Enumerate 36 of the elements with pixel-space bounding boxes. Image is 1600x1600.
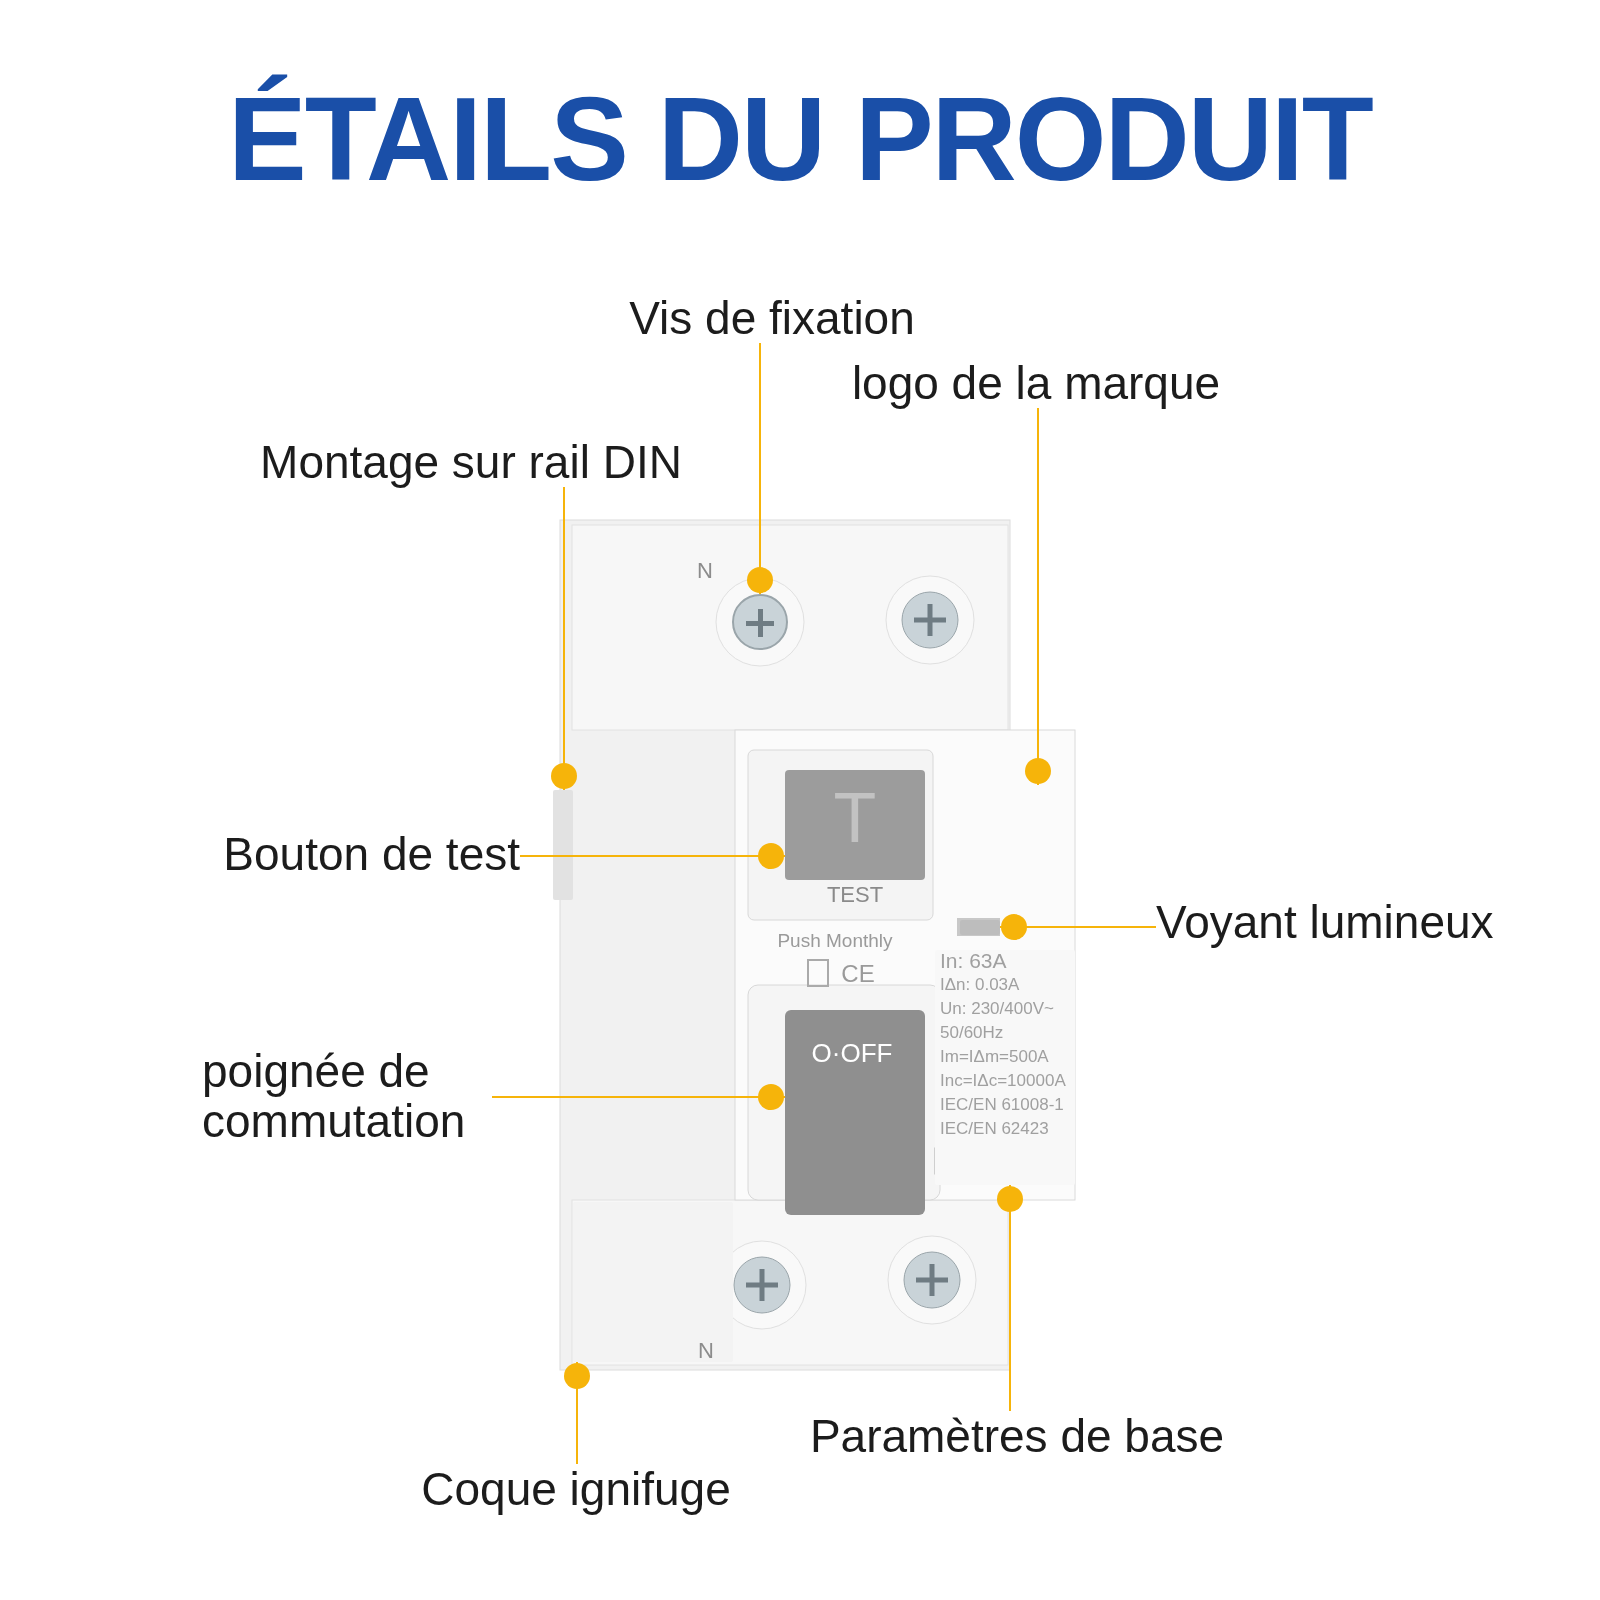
rating-text: In: 63A: [940, 950, 1007, 971]
callout-label: Paramètres de base: [808, 1411, 1226, 1461]
rating-text: Inc=IΔc=10000A: [940, 1072, 1066, 1089]
leader-line: [551, 486, 577, 791]
leader-line: [999, 914, 1157, 940]
certification-mark: CE: [841, 962, 875, 986]
leader-line: [491, 1084, 786, 1110]
terminal-mark: N: [698, 1340, 714, 1362]
leader-line: [1025, 407, 1051, 786]
leader-line: [564, 1361, 590, 1465]
rating-text: Un: 230/400V~: [940, 1000, 1054, 1017]
terminal-mark: N: [697, 560, 713, 582]
callout-label: Montage sur rail DIN: [259, 437, 683, 487]
title: ÉTAILS DU PRODUIT: [227, 75, 1374, 205]
callout-label: Voyant lumineux: [1156, 897, 1495, 947]
instruction-text: Push Monthly: [777, 931, 893, 950]
callout-label: Coque ignifuge: [420, 1464, 732, 1514]
test-button: [785, 770, 925, 880]
rating-text: IΔn: 0.03A: [940, 976, 1020, 993]
leader-line: [997, 1184, 1023, 1412]
rating-text: IEC/EN 61008-1: [940, 1096, 1064, 1113]
callout-label: logo de la marque: [850, 358, 1222, 408]
rating-text: IEC/EN 62423: [940, 1120, 1049, 1137]
rating-text: 50/60Hz: [940, 1024, 1004, 1041]
button-caption: TEST: [826, 884, 884, 906]
switch-handle: [785, 1010, 925, 1215]
rail-clip: [553, 790, 573, 900]
housing-shell: [573, 1202, 733, 1362]
leader-line: [519, 843, 786, 869]
callout-label: Bouton de test: [222, 829, 520, 879]
callout-label: poignée de commutation: [202, 1046, 467, 1146]
leader-line: [747, 342, 773, 595]
indicator-window: [960, 920, 1000, 935]
rating-text: Im=IΔm=500A: [940, 1048, 1049, 1065]
switch-position-text: O·OFF: [811, 1040, 893, 1066]
callout-label: Vis de fixation: [628, 293, 916, 343]
